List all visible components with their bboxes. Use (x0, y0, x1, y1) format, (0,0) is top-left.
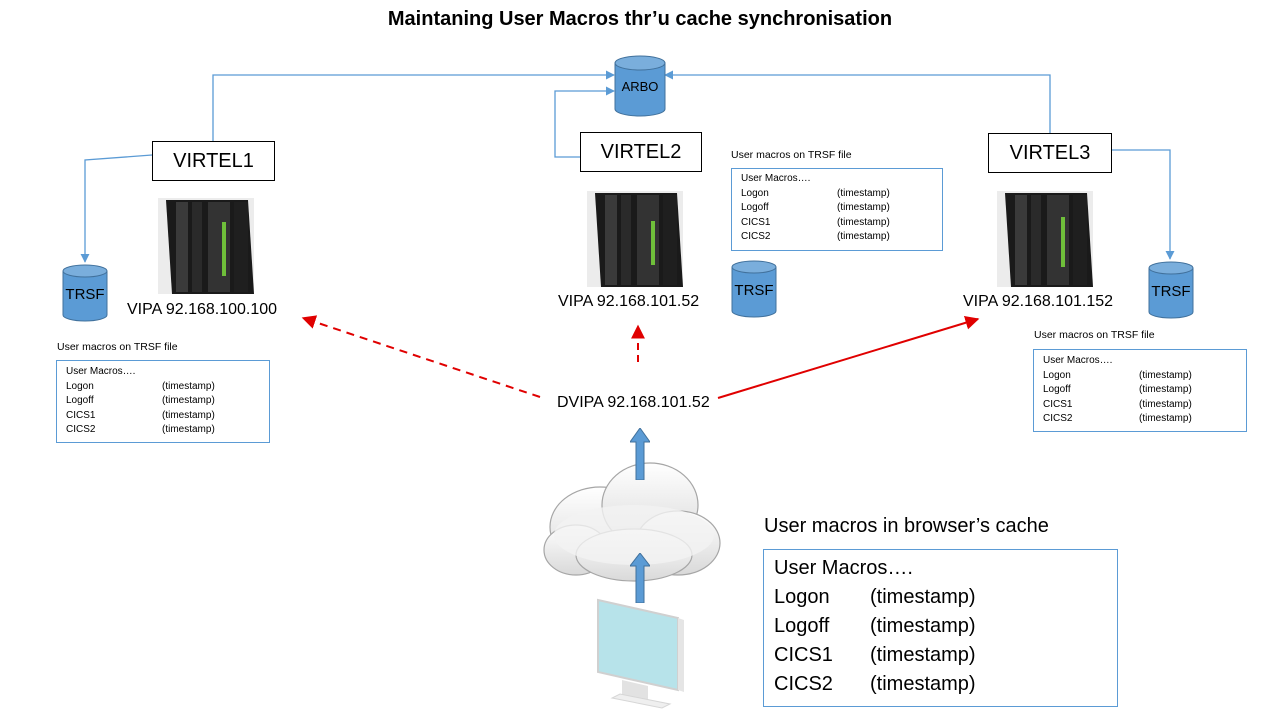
macro-row: CICS2(timestamp) (741, 231, 890, 242)
macro-row: Logon(timestamp) (1043, 369, 1192, 381)
up-arrow-icon-lower (630, 553, 650, 603)
arbo-database: ARBO (614, 55, 666, 117)
macro-row: Logoff(timestamp) (66, 395, 215, 406)
mainframe-server-icon-1 (158, 198, 254, 294)
dvipa-label: DVIPA 92.168.101.52 (557, 394, 710, 411)
database-cylinder-icon (731, 260, 777, 318)
browser-cache-caption: User macros in browser’s cache (764, 515, 1049, 537)
database-cylinder-icon (62, 264, 108, 322)
macro-row: Logon(timestamp) (741, 187, 890, 199)
macro-row: Logon(timestamp) (774, 586, 976, 608)
trsf-database-3: TRSF (1148, 261, 1194, 319)
browser-cache-panel: User Macros…. Logon(timestamp) Logoff(ti… (763, 549, 1118, 707)
macro-row: CICS1(timestamp) (1043, 398, 1192, 410)
macro-row: Logoff(timestamp) (1043, 384, 1192, 395)
trsf-label-3: TRSF (1151, 283, 1191, 300)
trsf-database-1: TRSF (62, 264, 108, 322)
virtel3-box: VIRTEL3 (988, 133, 1112, 173)
link-virtel1-arbo (212, 70, 615, 142)
macro-row: Logoff(timestamp) (741, 202, 890, 213)
monitor-icon (597, 598, 684, 709)
vipa3-label: VIPA 92.168.101.152 (963, 293, 1114, 310)
trsf-panel-caption-2: User macros on TRSF file (731, 149, 852, 161)
route-dvipa-vipa1 (301, 315, 541, 398)
trsf-macro-panel-2: User Macros…. Logon(timestamp) Logoff(ti… (731, 168, 943, 251)
database-cylinder-icon (1148, 261, 1194, 319)
up-arrow-icon-upper (630, 428, 650, 480)
mainframe-server-icon-3 (997, 191, 1093, 287)
virtel1-label: VIRTEL1 (173, 149, 254, 172)
macro-row: CICS1(timestamp) (741, 216, 890, 228)
link-virtel1-trsf (80, 154, 153, 263)
macro-row: CICS1(timestamp) (774, 644, 976, 666)
trsf-macro-panel-1: User Macros…. Logon(timestamp) Logoff(ti… (56, 360, 270, 443)
cloud-icon (543, 462, 721, 582)
trsf-macro-panel-3: User Macros…. Logon(timestamp) Logoff(ti… (1033, 349, 1247, 432)
link-virtel2-arbo (554, 86, 615, 158)
virtel3-label: VIRTEL3 (1009, 141, 1091, 164)
trsf-label-1: TRSF (65, 286, 105, 303)
macro-row: CICS2(timestamp) (1043, 413, 1192, 424)
macro-row: Logon(timestamp) (66, 380, 215, 392)
macro-row: Logoff(timestamp) (774, 615, 976, 637)
virtel2-label: VIRTEL2 (600, 140, 682, 163)
diagram-title: Maintaning User Macros thr’u cache synch… (387, 8, 893, 30)
macro-panel-header: User Macros…. (741, 173, 811, 184)
link-virtel3-trsf (1112, 149, 1175, 260)
macro-panel-header: User Macros…. (1043, 355, 1113, 366)
macro-panel-header: User Macros…. (774, 557, 913, 579)
database-cylinder-icon (614, 55, 666, 117)
virtel1-box: VIRTEL1 (152, 141, 275, 181)
macro-row: CICS1(timestamp) (66, 409, 215, 421)
trsf-panel-caption-1: User macros on TRSF file (57, 341, 178, 353)
macro-row: CICS2(timestamp) (66, 424, 215, 435)
trsf-panel-caption-3: User macros on TRSF file (1034, 329, 1155, 341)
macro-panel-header: User Macros…. (66, 366, 136, 377)
arbo-label: ARBO (621, 79, 659, 94)
trsf-label-2: TRSF (734, 282, 774, 299)
route-dvipa-vipa3 (717, 315, 980, 399)
virtel2-box: VIRTEL2 (580, 132, 702, 172)
mainframe-server-icon-2 (587, 191, 683, 287)
vipa1-label: VIPA 92.168.100.100 (127, 301, 278, 318)
vipa2-label: VIPA 92.168.101.52 (558, 293, 700, 310)
trsf-database-2: TRSF (731, 260, 777, 318)
macro-row: CICS2(timestamp) (774, 673, 976, 695)
link-virtel3-arbo (664, 70, 1051, 133)
